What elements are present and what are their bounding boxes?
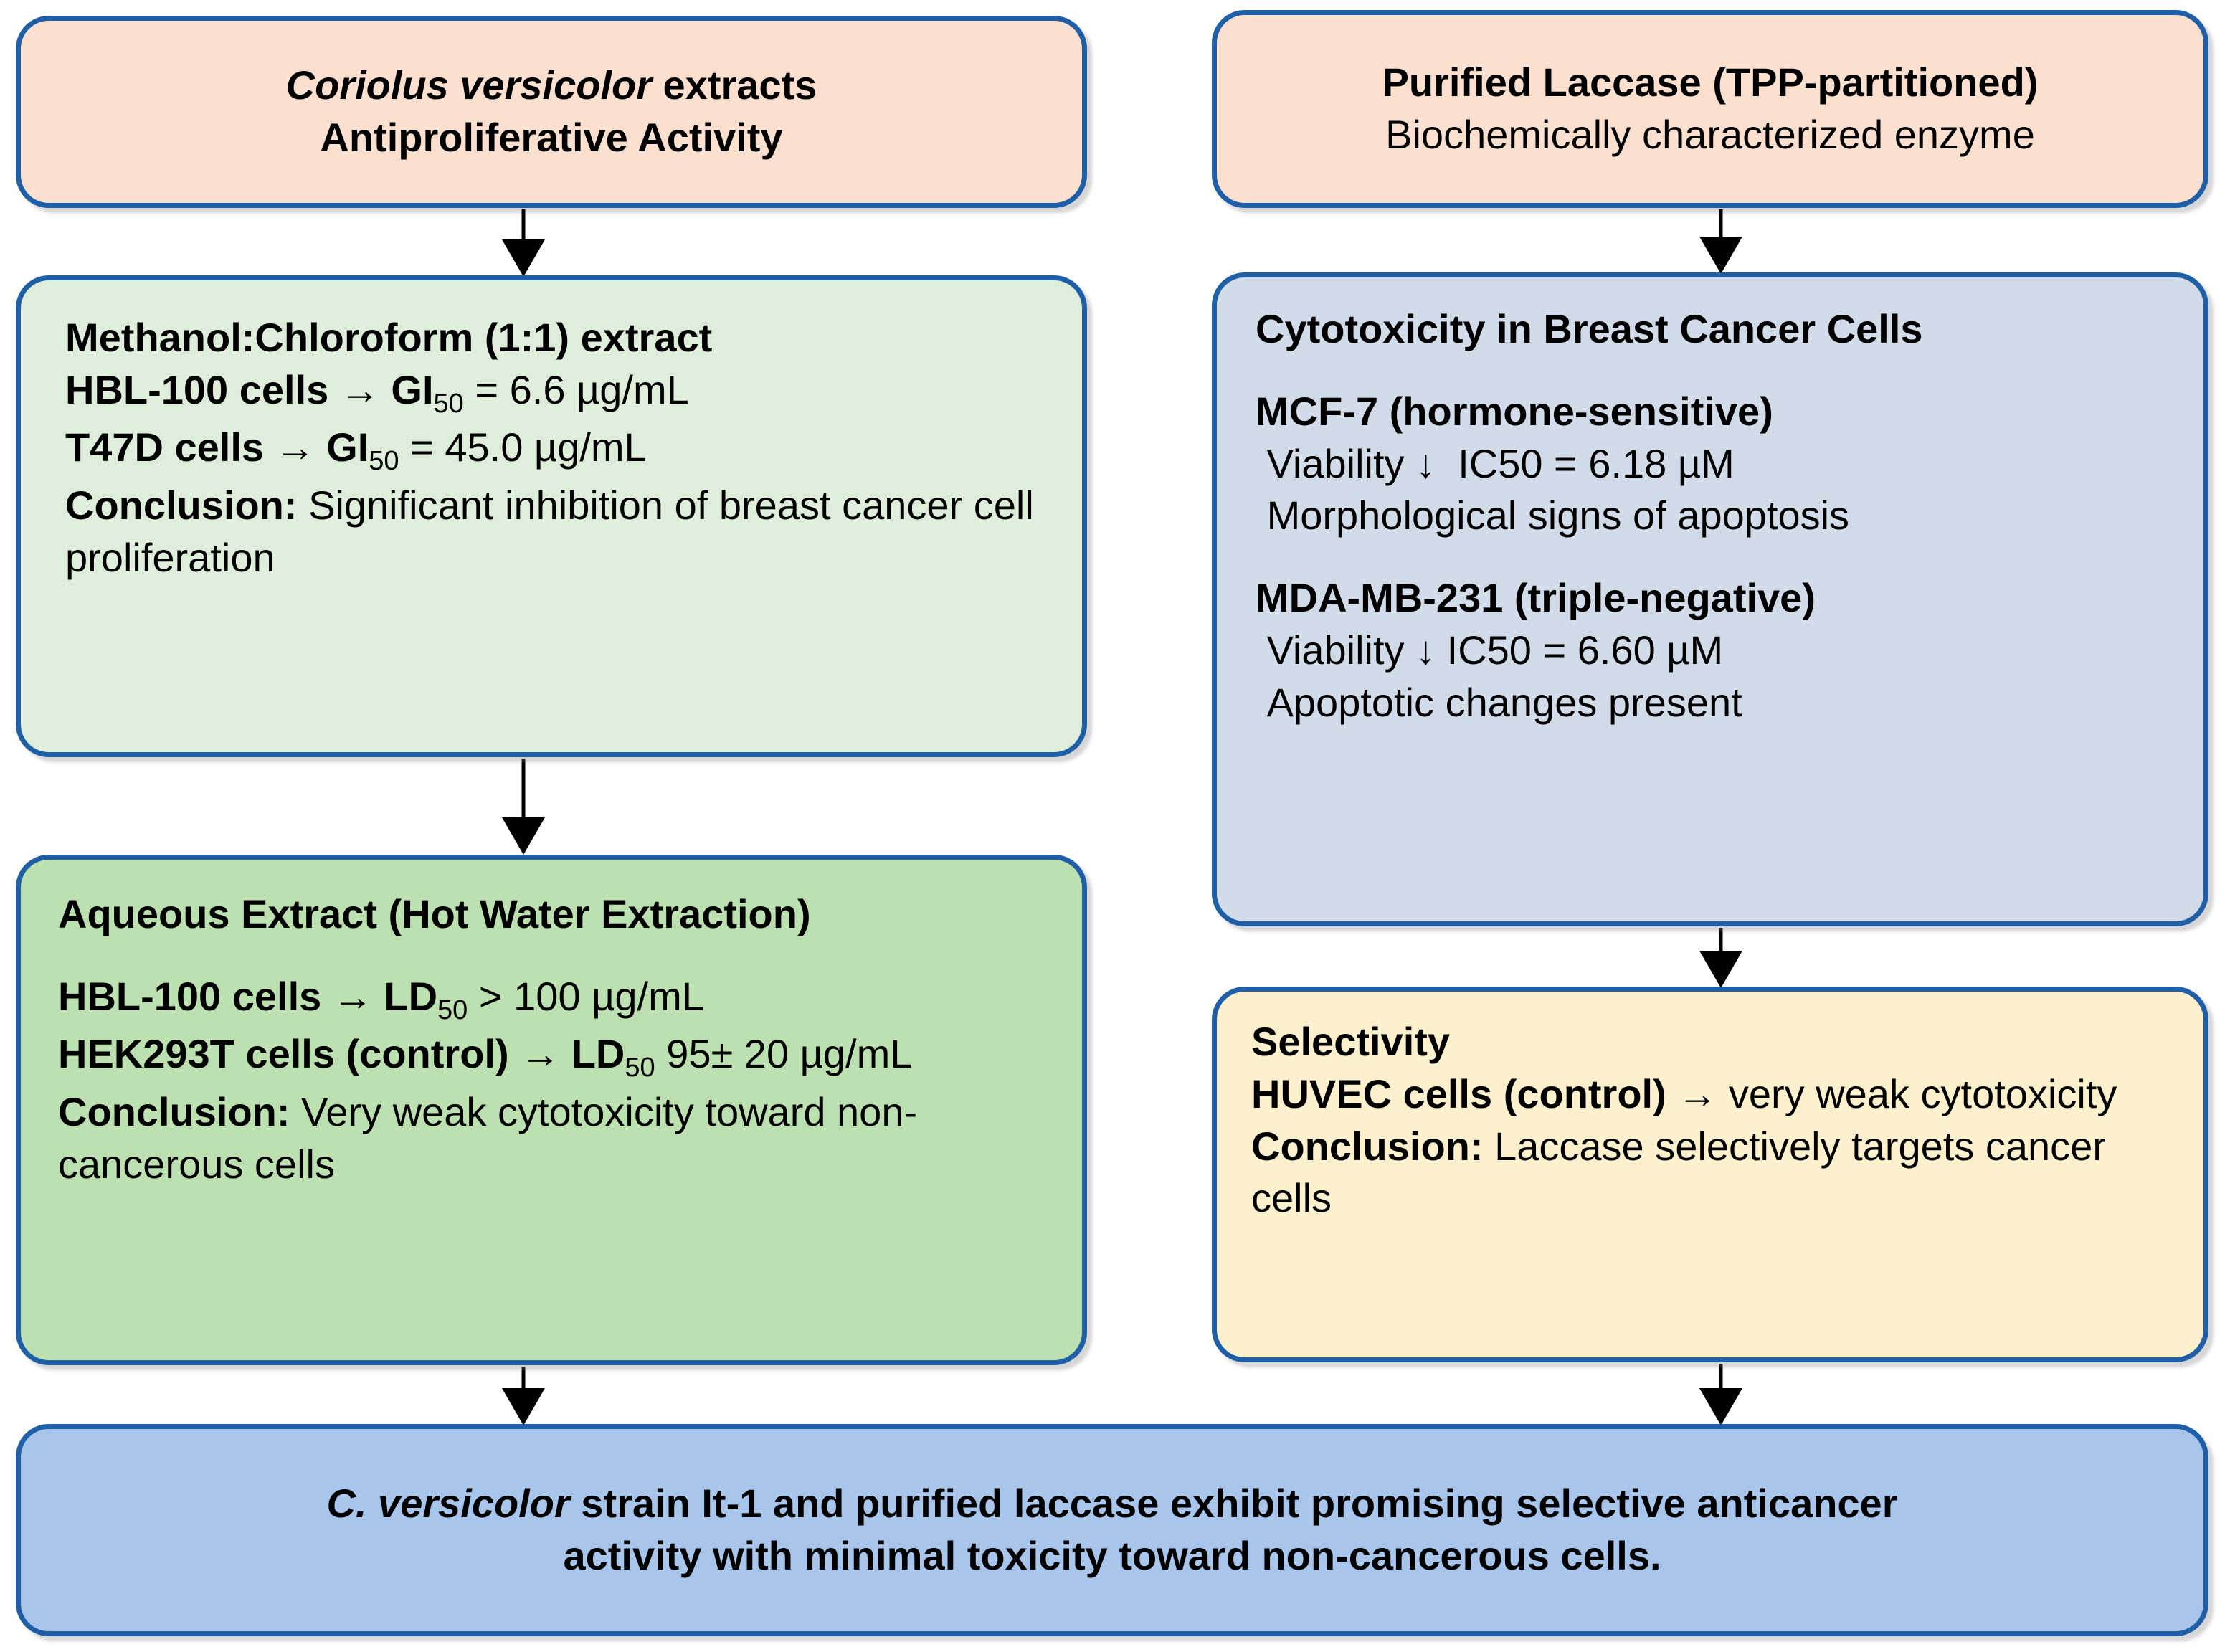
- arrow-extract-to-methanol: [502, 209, 545, 277]
- laccase-header-box: Purified Laccase (TPP-partitioned) Bioch…: [1212, 10, 2208, 208]
- arrow-selectivity-to-final: [1699, 1364, 1742, 1425]
- methanol-chloroform-box: Methanol:Chloroform (1:1) extract HBL-10…: [16, 275, 1087, 757]
- arrow-head: [502, 817, 545, 855]
- aqueous-row2-arrow: → LD: [508, 1031, 625, 1077]
- aqueous-row1-arrow: → LD: [321, 973, 438, 1019]
- extract-header-species: Coriolus versicolor: [285, 62, 652, 108]
- methanol-row1-arrow: → GI: [328, 366, 434, 412]
- cytotoxicity-title: Cytotoxicity in Breast Cancer Cells: [1256, 306, 1923, 351]
- methanol-row2-subscript: 50: [369, 446, 399, 477]
- aqueous-conclusion: Conclusion: Very weak cytotoxicity towar…: [58, 1086, 1045, 1191]
- selectivity-row-huvec: HUVEC cells (control) → very weak cytoto…: [1251, 1068, 2175, 1121]
- selectivity-title: Selectivity: [1251, 1019, 1451, 1064]
- cytotoxicity-mdamb231-apoptosis: Apoptotic changes present: [1256, 679, 1742, 725]
- final-species: C. versicolor: [326, 1481, 570, 1527]
- methanol-title: Methanol:Chloroform (1:1) extract: [65, 315, 713, 360]
- arrow-shaft: [1719, 1364, 1723, 1391]
- selectivity-conclusion: Conclusion: Laccase selectively targets …: [1251, 1121, 2175, 1225]
- aqueous-extract-box: Aqueous Extract (Hot Water Extraction) H…: [16, 855, 1087, 1365]
- extract-header-line1-rest: extracts: [652, 62, 817, 108]
- methanol-row-t47d: T47D cells → GI50 = 45.0 µg/mL: [65, 422, 1045, 480]
- methanol-row2-cellline: T47D cells: [65, 424, 265, 470]
- cytotoxicity-mdamb231-viability: Viability ↓ IC50 = 6.60 µM: [1256, 627, 1724, 673]
- arrow-shaft: [1719, 209, 1723, 239]
- cytotoxicity-spacer-2: [1256, 542, 2172, 572]
- arrow-aqueous-to-final: [502, 1367, 545, 1425]
- methanol-conclusion: Conclusion: Significant inhibition of br…: [65, 480, 1045, 584]
- aqueous-row2-cellline: HEK293T cells (control): [58, 1031, 509, 1077]
- aqueous-conclusion-label: Conclusion:: [58, 1088, 290, 1134]
- extract-header-box: Coriolus versicolor extracts Antiprolife…: [16, 16, 1087, 208]
- methanol-row1-subscript: 50: [433, 388, 464, 419]
- laccase-header-line2: Biochemically characterized enzyme: [1385, 112, 2035, 157]
- cytotoxicity-mcf7-morphology: Morphological signs of apoptosis: [1256, 493, 1850, 538]
- cytotoxicity-box: Cytotoxicity in Breast Cancer Cells MCF-…: [1212, 272, 2208, 926]
- aqueous-row-hbl100: HBL-100 cells → LD50 > 100 µg/mL: [58, 971, 1045, 1029]
- aqueous-title: Aqueous Extract (Hot Water Extraction): [58, 891, 811, 936]
- arrow-shaft: [521, 1367, 526, 1391]
- methanol-row1-value: = 6.6 µg/mL: [463, 366, 689, 412]
- aqueous-row1-cellline: HBL-100 cells: [58, 973, 322, 1019]
- arrow-methanol-to-aqueous: [502, 759, 545, 855]
- final-line1: C. versicolor strain It-1 and purified l…: [326, 1478, 1897, 1530]
- laccase-header-line1: Purified Laccase (TPP-partitioned): [1382, 60, 2039, 105]
- selectivity-conclusion-label: Conclusion:: [1251, 1123, 1484, 1169]
- selectivity-row1-text: → very weak cytotoxicity: [1666, 1071, 2117, 1116]
- extract-header-line2: Antiproliferative Activity: [320, 115, 783, 160]
- arrow-head: [1699, 237, 1742, 274]
- aqueous-row2-subscript: 50: [625, 1053, 655, 1083]
- aqueous-row1-subscript: 50: [437, 994, 468, 1025]
- methanol-conclusion-text: Significant inhibition of breast cancer …: [65, 482, 1045, 580]
- aqueous-row1-value: > 100 µg/mL: [468, 973, 704, 1019]
- methanol-row2-value: = 45.0 µg/mL: [399, 424, 647, 470]
- aqueous-conclusion-text: Very weak cytotoxicity toward non-cancer…: [58, 1088, 918, 1187]
- arrow-head: [502, 239, 545, 277]
- extract-header-line1: Coriolus versicolor extracts: [286, 60, 817, 112]
- final-line1-rest: strain It-1 and purified laccase exhibit…: [569, 1481, 1898, 1527]
- arrow-shaft: [1719, 928, 1723, 954]
- selectivity-row1-cellline: HUVEC cells (control): [1251, 1071, 1666, 1116]
- arrow-head: [502, 1388, 545, 1425]
- aqueous-spacer: [58, 941, 1045, 971]
- methanol-row-hbl100: HBL-100 cells → GI50 = 6.6 µg/mL: [65, 364, 1045, 422]
- aqueous-row-hek293t: HEK293T cells (control) → LD50 95± 20 µg…: [58, 1028, 1045, 1086]
- final-conclusion-box: C. versicolor strain It-1 and purified l…: [16, 1424, 2208, 1636]
- selectivity-box: Selectivity HUVEC cells (control) → very…: [1212, 987, 2208, 1362]
- arrow-head: [1699, 951, 1742, 988]
- cytotoxicity-spacer-1: [1256, 356, 2172, 386]
- arrow-shaft: [521, 209, 526, 242]
- arrow-head: [1699, 1388, 1742, 1425]
- aqueous-row2-value: 95± 20 µg/mL: [655, 1031, 913, 1077]
- cytotoxicity-mcf7-label: MCF-7 (hormone-sensitive): [1256, 388, 1773, 434]
- selectivity-conclusion-text: Laccase selectively targets cancer cells: [1251, 1123, 2117, 1221]
- arrow-laccase-to-cytotoxicity: [1699, 209, 1742, 274]
- methanol-row2-arrow: → GI: [264, 424, 369, 470]
- arrow-shaft: [521, 759, 526, 820]
- methanol-conclusion-label: Conclusion:: [65, 482, 298, 528]
- cytotoxicity-mcf7-viability: Viability ↓ IC50 = 6.18 µM: [1256, 440, 1735, 486]
- final-line2: activity with minimal toxicity toward no…: [563, 1533, 1661, 1578]
- cytotoxicity-mdamb231-label: MDA-MB-231 (triple-negative): [1256, 575, 1816, 621]
- arrow-cytotoxicity-to-selectivity: [1699, 928, 1742, 988]
- methanol-row1-cellline: HBL-100 cells: [65, 366, 329, 412]
